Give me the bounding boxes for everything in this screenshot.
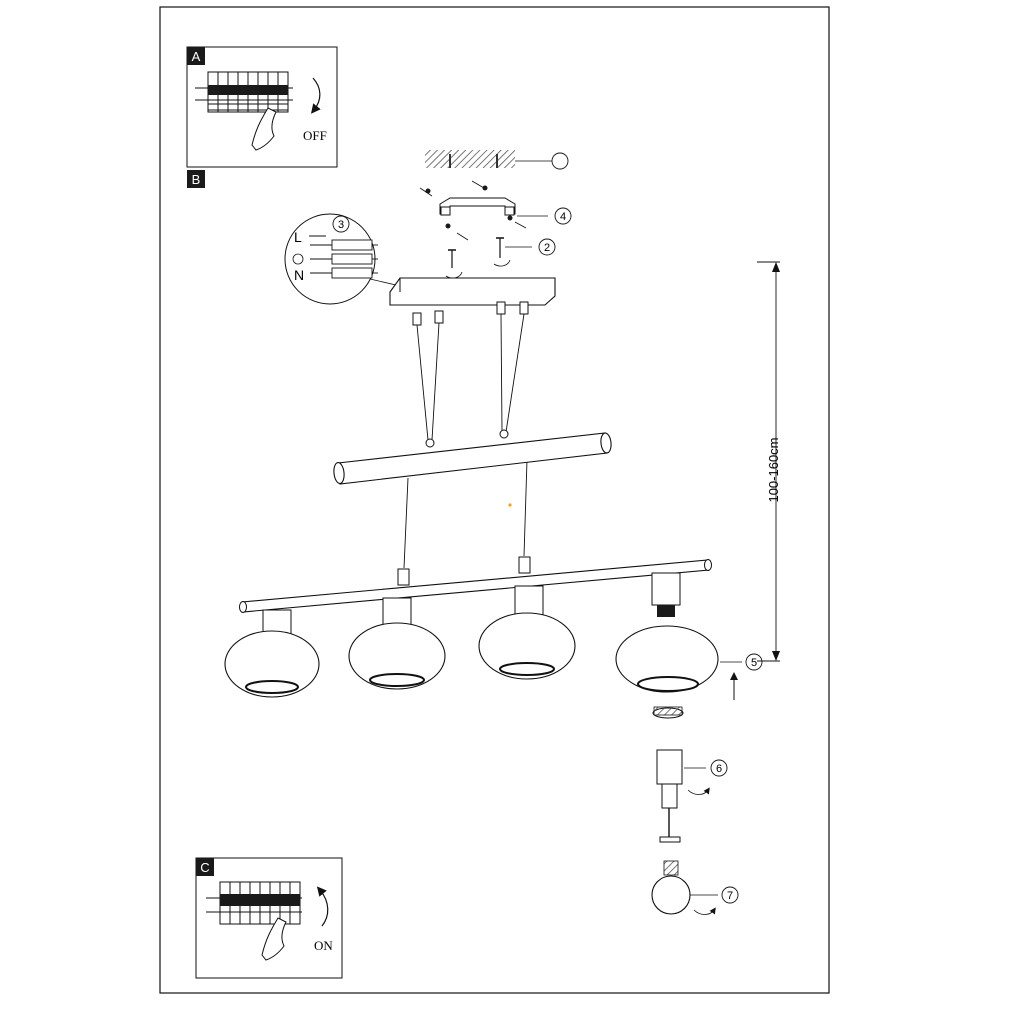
shade-callout-circle [745, 653, 763, 671]
panel-c-letter-box [196, 858, 214, 876]
rotate-up-arrow-icon [316, 886, 329, 927]
bracket-callout-circle [554, 207, 572, 225]
ceiling-section [425, 150, 569, 170]
callout-6: 6 [716, 763, 722, 775]
lamp-shade-3 [478, 585, 576, 680]
cable-clamp-icon [425, 438, 435, 448]
live-label: L [294, 229, 302, 245]
lower-tube [239, 556, 712, 613]
screw-rotate-icon [445, 271, 463, 279]
callout-5: 5 [751, 657, 757, 669]
height-dimension-label: 100-160cm [766, 437, 781, 502]
wiring-detail: 3 L N [284, 213, 436, 305]
callout-7: 7 [727, 890, 733, 902]
shade-ring [652, 706, 684, 719]
callout-3: 3 [338, 219, 344, 231]
panel-a-letter: A [192, 49, 201, 64]
center-dot [508, 503, 512, 507]
panel-c-letter: C [200, 860, 209, 875]
hand-icon-2 [261, 917, 287, 961]
panel-a-letter-box [187, 47, 205, 65]
panel-c-breaker-on: C ON [195, 857, 343, 979]
height-dimension: 100-160cm [757, 261, 781, 662]
ceiling-callout-circle [551, 152, 569, 170]
page-frame [159, 6, 830, 994]
callout-2: 2 [544, 242, 550, 254]
rotate-down-arrow-icon [311, 77, 321, 114]
hand-icon [251, 107, 277, 151]
panel-a-caption: OFF [303, 128, 327, 143]
wiring-callout-circle [332, 215, 350, 233]
panel-b-letter: B [192, 172, 201, 187]
canopy [389, 277, 556, 326]
bulb-callout-circle [721, 886, 739, 904]
lamp-socket: 6 [656, 749, 728, 843]
panel-b-marker: B [187, 170, 205, 188]
neutral-label: N [294, 267, 304, 283]
light-bulb: 7 [651, 860, 739, 915]
socket-rotate-icon [687, 787, 710, 795]
suspension-cables [403, 313, 528, 569]
panel-c-caption: ON [314, 938, 333, 953]
mounting-bracket: 4 [419, 180, 572, 241]
screw-callout-circle [538, 238, 556, 256]
bulb-rotate-icon [693, 907, 716, 915]
socket-callout-circle [710, 759, 728, 777]
cable-clamp-icon-2 [499, 429, 509, 439]
earth-icon [292, 253, 304, 265]
screw-rotate-icon-2 [493, 259, 511, 267]
callout-4: 4 [560, 211, 566, 223]
lamp-shade-4: 5 [615, 572, 763, 700]
breaker-bank-icon-2 [206, 881, 302, 925]
lamp-shade-1 [224, 609, 320, 698]
upper-tube [333, 432, 612, 485]
panel-a-breaker-off: A OFF [186, 46, 338, 168]
screws: 2 [445, 237, 556, 279]
lamp-shade-2 [348, 597, 446, 690]
breaker-bank-icon [195, 71, 293, 113]
